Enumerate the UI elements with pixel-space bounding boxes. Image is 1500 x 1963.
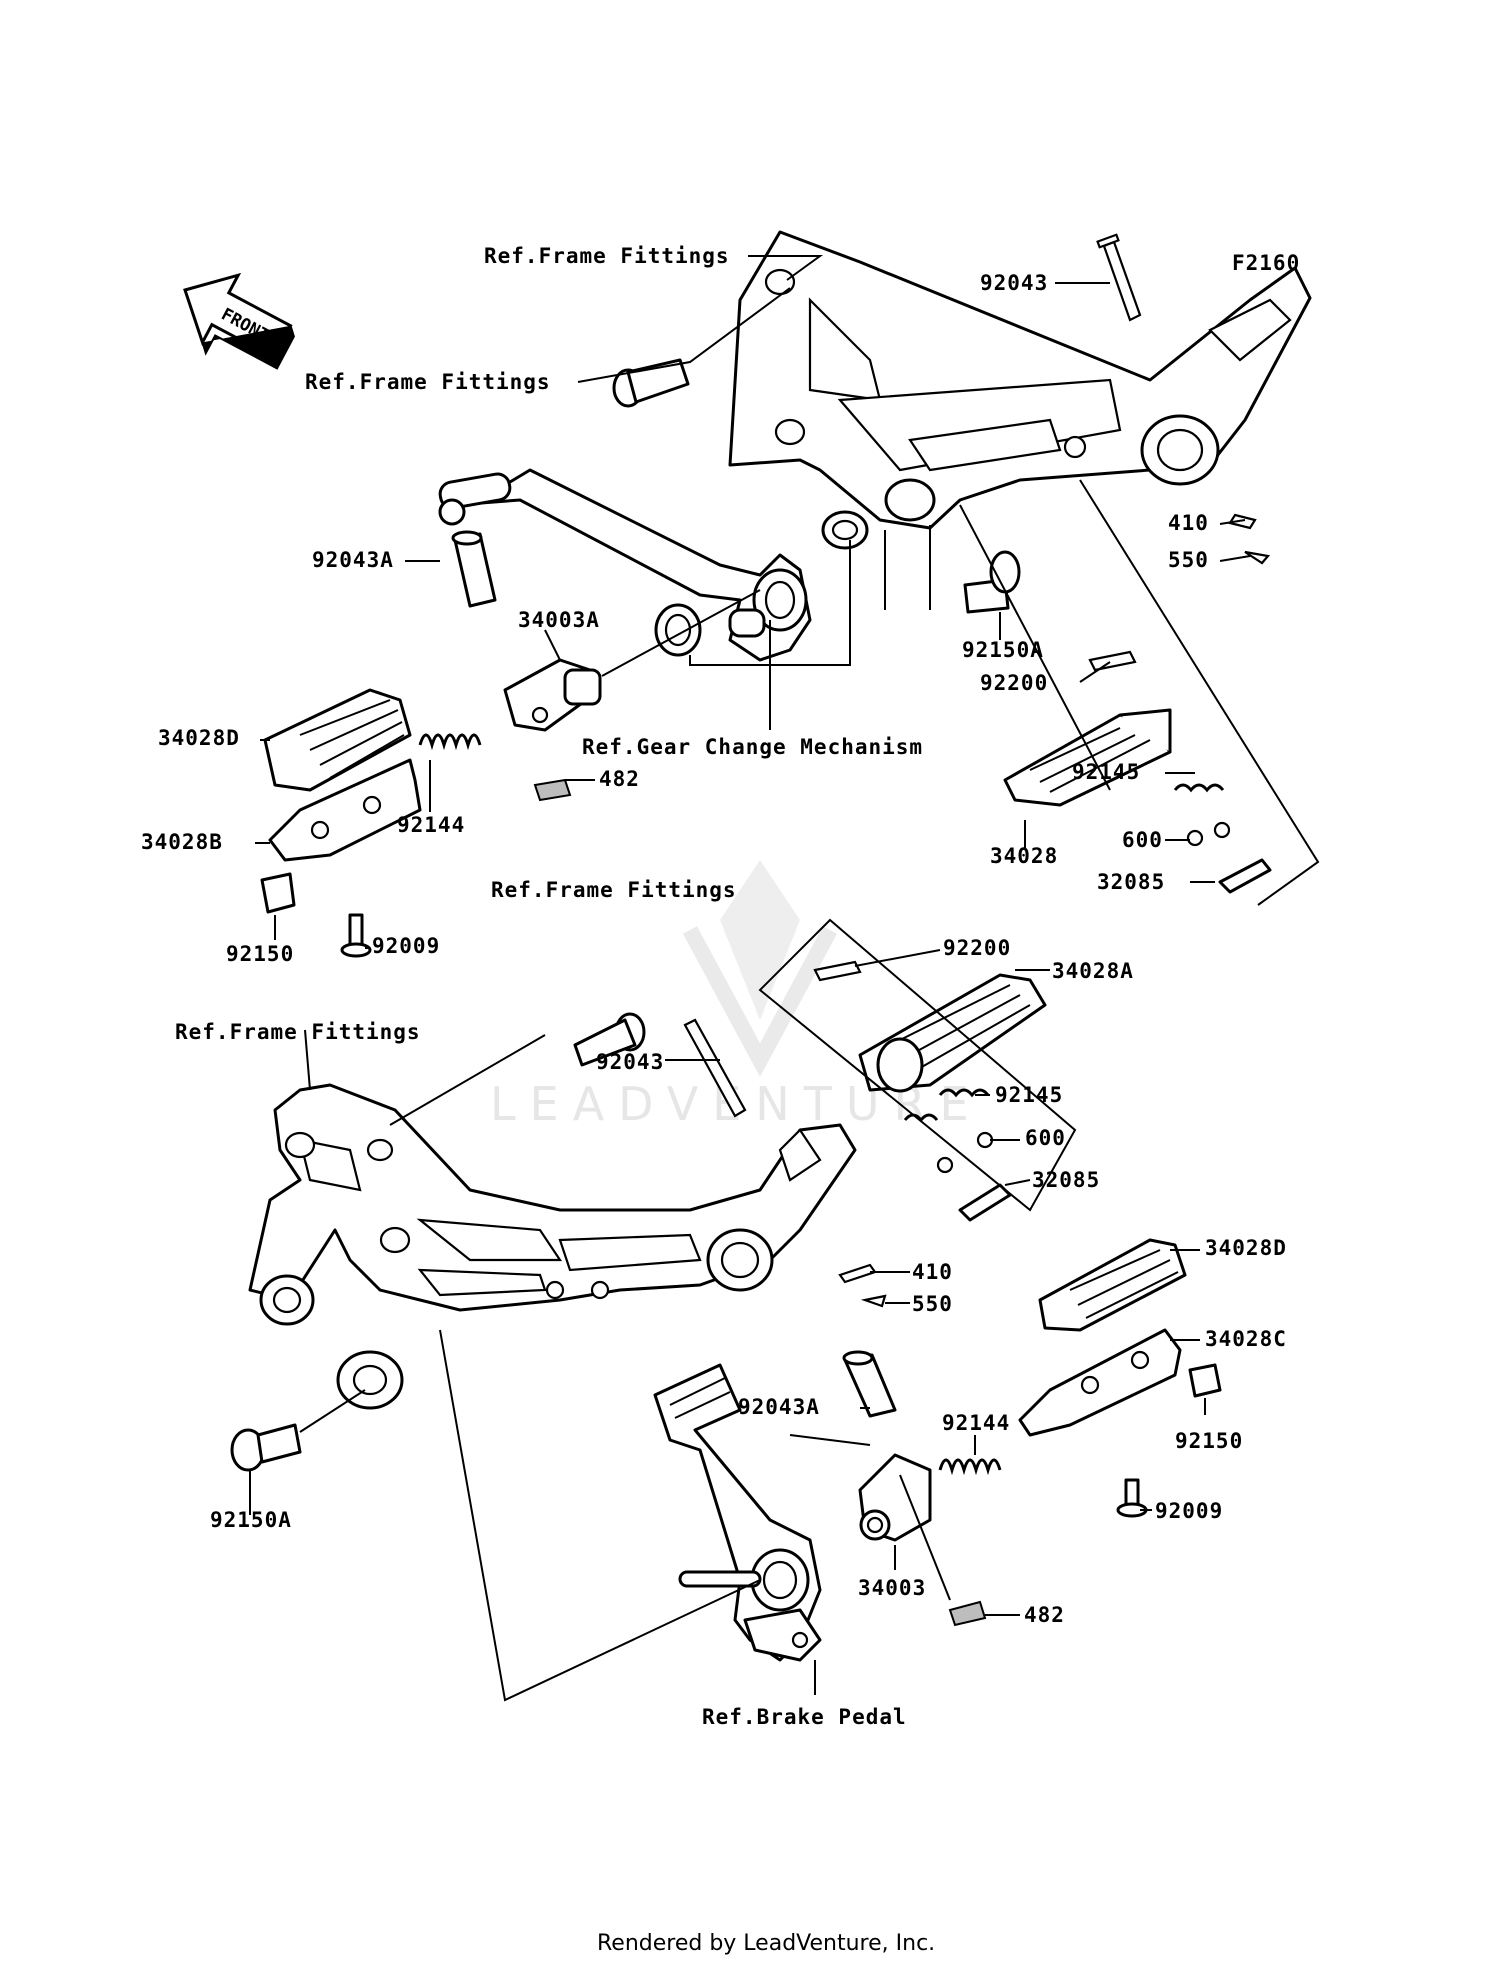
label-34028D-bot: 34028D — [1205, 1236, 1287, 1260]
label-ref-gear: Ref.Gear Change Mechanism — [582, 735, 923, 759]
label-92043A-top: 92043A — [312, 548, 394, 572]
label-600-bot: 600 — [1025, 1126, 1066, 1150]
footrest-34028C — [1018, 1328, 1182, 1437]
label-92043-top: 92043 — [980, 271, 1048, 295]
ball-600-top — [1186, 829, 1204, 847]
spring-92145-top — [1173, 783, 1225, 793]
pin-92043-bot — [683, 1018, 747, 1118]
label-410-top: 410 — [1168, 511, 1209, 535]
washer-410-bot — [838, 1263, 877, 1284]
label-92200-bot: 92200 — [943, 936, 1011, 960]
label-ref-frame-mid: Ref.Frame Fittings — [491, 878, 737, 902]
washer-92200-bot — [813, 960, 862, 982]
cotter-550-bot — [860, 1294, 887, 1308]
label-92145-top: 92145 — [1072, 760, 1140, 784]
plate-32085-top — [1218, 858, 1272, 894]
label-32085-top: 32085 — [1097, 870, 1165, 894]
label-34028D-top: 34028D — [158, 726, 240, 750]
label-482-bot: 482 — [1024, 1603, 1065, 1627]
label-32085-bot: 32085 — [1032, 1168, 1100, 1192]
label-92150-bot: 92150 — [1175, 1429, 1243, 1453]
plate-32085-bot — [958, 1183, 1012, 1222]
shift-lever — [453, 468, 812, 662]
label-92144-top: 92144 — [397, 813, 465, 837]
front-arrow-icon: FRONT — [183, 272, 295, 370]
footrest-rubber-34028D-top — [263, 688, 412, 792]
spring-92144-bot — [938, 1458, 1002, 1476]
label-34028B: 34028B — [141, 830, 223, 854]
label-34003A: 34003A — [518, 608, 600, 632]
label-92009-top: 92009 — [372, 934, 440, 958]
label-92043-bot: 92043 — [596, 1050, 664, 1074]
footrest-34028B — [268, 758, 422, 862]
label-92150A-top: 92150A — [962, 638, 1044, 662]
label-482-top: 482 — [599, 767, 640, 791]
spring-92144-top — [418, 733, 482, 751]
label-34028A: 34028A — [1052, 959, 1134, 983]
label-34028: 34028 — [990, 844, 1058, 868]
label-92144-bot: 92144 — [942, 1411, 1010, 1435]
pin-92043-top — [1102, 240, 1142, 322]
label-550-top: 550 — [1168, 548, 1209, 572]
label-600-top: 600 — [1122, 828, 1163, 852]
cotter-482-bot — [948, 1600, 987, 1627]
label-ref-brake: Ref.Brake Pedal — [702, 1705, 907, 1729]
label-ref-frame-top: Ref.Frame Fittings — [484, 244, 730, 268]
label-34028C: 34028C — [1205, 1327, 1287, 1351]
label-92200-top: 92200 — [980, 671, 1048, 695]
diagram-code: F2160 — [1232, 251, 1300, 275]
bolt-92009-bot — [1124, 1478, 1140, 1507]
label-ref-frame-left: Ref.Frame Fittings — [175, 1020, 421, 1044]
washer-92200-top — [1088, 650, 1137, 672]
label-92145-bot: 92145 — [995, 1083, 1063, 1107]
label-ref-frame-bolt-top: Ref.Frame Fittings — [305, 370, 551, 394]
cotter-482-top — [533, 778, 572, 802]
label-92043A-bot: 92043A — [738, 1395, 820, 1419]
footer-credit: Rendered by LeadVenture, Inc. — [597, 1931, 935, 1956]
label-34003: 34003 — [858, 1576, 926, 1600]
lower-bracket — [248, 1083, 857, 1312]
lower-assembly — [230, 918, 1222, 1702]
label-410-bot: 410 — [912, 1260, 953, 1284]
label-92150A-bot: 92150A — [210, 1508, 292, 1532]
bolt-92150-top — [260, 872, 296, 914]
labels: Ref.Frame Fittings Ref.Frame Fittings 92… — [141, 244, 1287, 1729]
footrest-rubber-34028D-bot — [1038, 1238, 1187, 1332]
label-92150-top: 92150 — [226, 942, 294, 966]
upper-assembly — [255, 230, 1320, 958]
bolt-92150-bot — [1188, 1363, 1222, 1398]
label-550-bot: 550 — [912, 1292, 953, 1316]
spring-92145-bot — [938, 1088, 990, 1098]
ball-600-bot — [976, 1131, 994, 1149]
label-92009-bot: 92009 — [1155, 1499, 1223, 1523]
